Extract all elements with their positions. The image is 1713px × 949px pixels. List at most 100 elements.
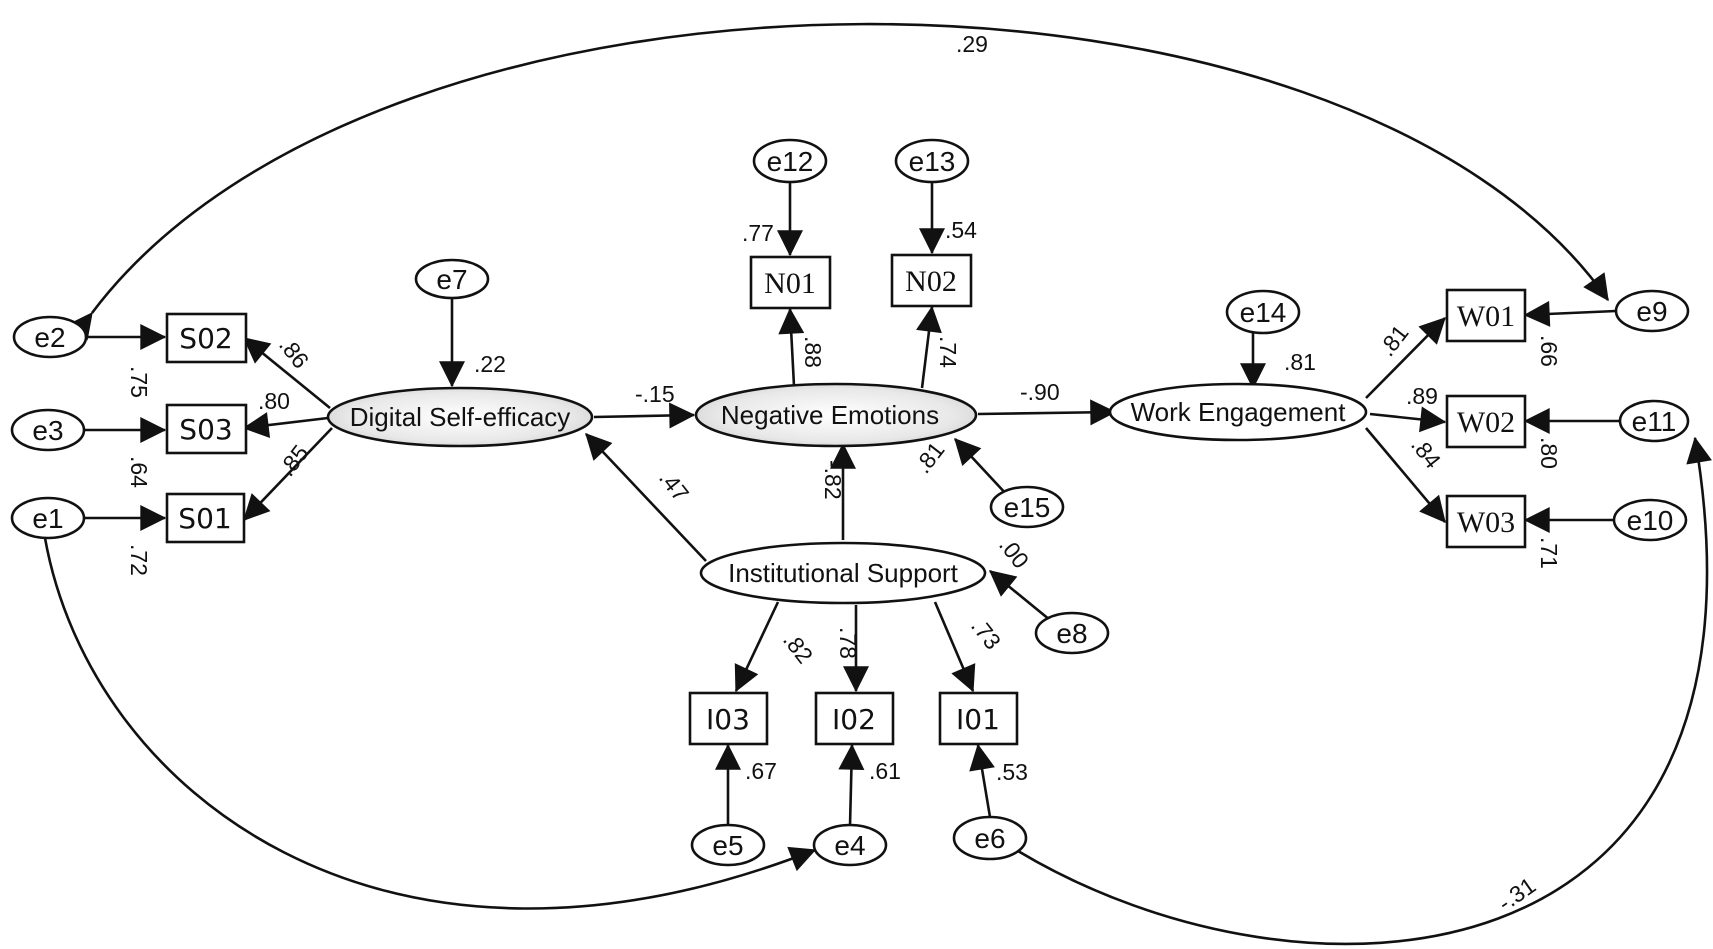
error-e14[interactable]: e14 [1225,289,1301,335]
coef-cov-e2-e9: .29 [956,31,988,57]
svg-text:I03: I03 [706,703,750,736]
latent-label: Negative Emotions [721,400,939,430]
error-e5[interactable]: e5 [690,823,766,867]
path-is-dse [585,433,707,562]
coef-is-dse: .47 [654,465,694,506]
svg-text:S02: S02 [179,322,232,355]
path-e9-w01 [1523,300,1617,327]
indicator-w02[interactable]: W02 [1445,394,1527,449]
coef-is-i02: .78 [835,627,861,659]
error-e15[interactable]: e15 [989,485,1065,529]
error-e9[interactable]: e9 [1614,289,1690,333]
path-dse-ne [593,402,696,429]
path-ne-n02 [916,305,942,389]
indicator-s03[interactable]: S03 [165,403,248,455]
svg-text:S01: S01 [178,502,231,535]
indicator-s02[interactable]: S02 [165,312,248,364]
path-is-i03 [734,601,780,693]
latent-digital-self-efficacy[interactable]: Digital Self-efficacy [326,386,594,448]
path-e8-is [988,569,1051,622]
coef-r2-s03: .64 [126,456,152,488]
indicator-i02[interactable]: I02 [814,691,895,746]
coef-r2-is: .00 [994,532,1034,573]
coef-is-i01: .73 [966,613,1006,654]
path-dse-s02 [242,336,331,410]
error-e10[interactable]: e10 [1612,498,1688,542]
error-e6[interactable]: e6 [952,815,1028,861]
coef-r2-s01: .72 [126,544,152,576]
path-e4-i02 [838,743,865,827]
indicator-n01[interactable]: N01 [749,255,832,310]
coef-r2-we: .81 [1284,349,1316,375]
svg-text:e6: e6 [974,823,1005,854]
coef-r2-i02: .61 [869,758,901,784]
error-e11[interactable]: e11 [1618,399,1690,443]
coef-r2-s02: .75 [126,366,152,398]
coef-r2-w03: .71 [1536,537,1562,569]
path-e15-ne [954,438,1009,497]
coef-dse-ne: -.15 [635,381,675,407]
coef-ne-n02: .74 [935,336,961,368]
path-dse-s01 [243,427,333,521]
coef-we-w02: .89 [1406,383,1438,409]
error-e12[interactable]: e12 [752,138,828,184]
svg-text:e2: e2 [34,322,65,353]
error-e1[interactable]: e1 [10,496,86,540]
svg-text:e4: e4 [834,830,865,861]
latent-negative-emotions[interactable]: Negative Emotions [694,382,978,448]
svg-text:e14: e14 [1240,297,1287,328]
coef-r2-dse: .22 [474,351,506,377]
svg-text:e12: e12 [767,146,814,177]
coef-r2-i01: .53 [996,759,1028,785]
indicator-i01[interactable]: I01 [938,691,1019,746]
coef-r2-i03: .67 [745,758,777,784]
svg-text:e5: e5 [712,830,743,861]
svg-text:W02: W02 [1457,406,1515,439]
path-e6-i01 [969,743,995,818]
indicator-w03[interactable]: W03 [1445,494,1527,549]
svg-text:e10: e10 [1627,505,1674,536]
svg-text:W01: W01 [1457,300,1515,333]
path-ne-n01 [778,307,805,387]
latent-institutional-support[interactable]: Institutional Support [699,541,987,605]
path-is-i01 [933,601,976,693]
coef-we-w03: .84 [1406,432,1446,473]
path-dse-s03 [242,412,329,438]
path-we-w03 [1365,427,1446,523]
error-e3[interactable]: e3 [10,408,86,452]
indicator-s01[interactable]: S01 [165,492,246,544]
svg-text:e3: e3 [32,415,63,446]
error-e7[interactable]: e7 [414,258,490,300]
covariance-arc-e2-e9 [66,22,1610,341]
svg-text:e8: e8 [1056,618,1087,649]
coef-is-ne: -.82 [820,460,846,500]
svg-text:I01: I01 [956,703,1000,736]
error-e8[interactable]: e8 [1034,611,1110,655]
path-we-w01 [1365,317,1446,399]
latent-label: Digital Self-efficacy [350,402,571,432]
coef-ne-we: -.90 [1020,379,1060,405]
path-we-w02 [1369,406,1447,433]
indicator-i03[interactable]: I03 [688,691,769,746]
latent-label: Work Engagement [1131,397,1347,427]
svg-text:e13: e13 [909,146,956,177]
svg-text:S03: S03 [179,413,232,446]
indicator-n02[interactable]: N02 [890,253,973,308]
coef-is-i03: .82 [778,627,818,668]
error-e13[interactable]: e13 [894,138,970,184]
error-e4[interactable]: e4 [812,823,888,867]
indicator-w01[interactable]: W01 [1445,288,1527,343]
coef-r2-w01: .66 [1536,335,1562,367]
svg-text:e7: e7 [436,264,467,295]
coef-r2-n01: .77 [742,220,774,246]
covariance-arc-e1-e4 [27,511,817,910]
coef-r2-w02: .80 [1536,437,1562,469]
coef-r2-ne: .81 [909,437,949,478]
covariance-arc-e6-e11 [990,436,1712,946]
svg-text:e11: e11 [1632,406,1677,437]
svg-text:N02: N02 [905,265,957,298]
svg-text:W03: W03 [1457,506,1515,539]
latent-work-engagement[interactable]: Work Engagement [1108,382,1368,442]
error-e2[interactable]: e2 [12,315,88,359]
